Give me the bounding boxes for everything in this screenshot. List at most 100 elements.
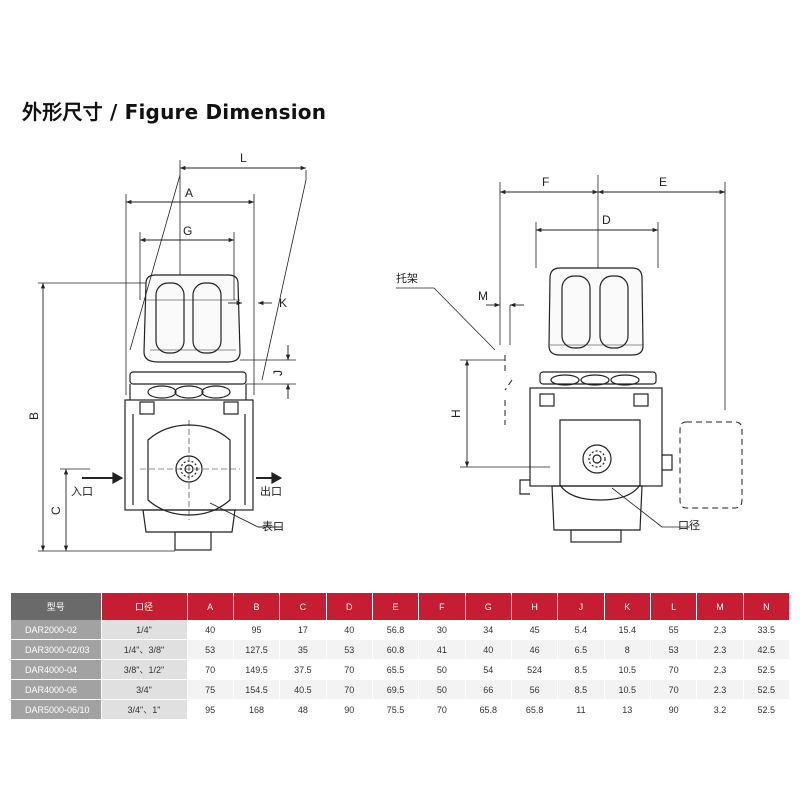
dimension-cell: 40 — [326, 620, 373, 640]
header-J: J — [557, 593, 605, 620]
dimension-cell: 13 — [604, 699, 651, 720]
dimension-cell: 75 — [187, 679, 234, 700]
side-bonnet-ring — [539, 371, 657, 386]
dimension-cell: 53 — [187, 639, 234, 660]
dimension-cell: 70 — [418, 699, 466, 720]
dimension-cell: 65.8 — [511, 699, 559, 720]
header-port: 口径 — [101, 593, 188, 620]
side-adjust-knob — [548, 267, 644, 356]
header-A: A — [187, 593, 234, 620]
dimension-cell: 10.5 — [604, 659, 651, 680]
port-cell: 3/4"、1" — [101, 699, 188, 720]
dimension-cell: 90 — [650, 699, 698, 720]
dimension-cell: 11 — [557, 699, 605, 720]
bracket-outline — [504, 355, 743, 509]
dim-label-G: G — [183, 224, 192, 238]
dimension-cell: 70 — [326, 679, 373, 700]
model-cell: DAR3000-02/03 — [11, 639, 102, 660]
dimension-cell: 154.5 — [233, 679, 281, 700]
dimension-cell: 50 — [418, 679, 466, 700]
dimension-cell: 42.5 — [743, 639, 791, 660]
dimension-cell: 65.8 — [465, 699, 512, 720]
dimension-cell: 5.4 — [557, 620, 605, 640]
dimension-drawing: L A G K J B C 入口 出口 表口 — [27, 151, 743, 552]
dimension-cell: 69.5 — [372, 679, 420, 700]
dimension-cell: 53 — [650, 639, 698, 660]
dimension-cell: 524 — [511, 659, 559, 680]
dimension-cell: 60.8 — [372, 639, 420, 660]
dimension-cell: 52.5 — [743, 659, 791, 680]
outlet-label: 出口 — [260, 484, 282, 498]
dimension-cell: 70 — [650, 679, 698, 700]
dimension-cell: 15.4 — [604, 620, 651, 640]
dimension-cell: 2.3 — [696, 620, 744, 640]
dimension-cell: 65.5 — [372, 659, 420, 680]
inlet-label: 入口 — [71, 485, 93, 498]
port-cell: 1/4"、3/8" — [101, 639, 188, 660]
dimension-cell: 50 — [418, 659, 466, 680]
model-cell: DAR4000-04 — [11, 659, 102, 680]
adjust-knob — [143, 274, 241, 363]
model-cell: DAR2000-02 — [11, 620, 102, 640]
bonnet-ring — [129, 371, 247, 400]
dimension-cell: 56.8 — [372, 620, 420, 640]
dimension-cell: 10.5 — [604, 679, 651, 700]
dimension-cell: 52.5 — [743, 679, 791, 700]
port-cell: 1/4" — [101, 620, 188, 640]
model-cell: DAR5000-06/10 — [11, 699, 102, 720]
dimension-cell: 37.5 — [279, 659, 327, 680]
model-cell: DAR4000-06 — [11, 679, 102, 700]
dimension-cell: 168 — [233, 699, 281, 720]
dimension-cell: 41 — [418, 639, 466, 660]
header-M: M — [696, 593, 744, 620]
dimension-cell: 54 — [465, 659, 512, 680]
header-N: N — [743, 593, 791, 620]
bracket-label: 托架 — [396, 271, 418, 285]
dimension-cell: 95 — [187, 699, 234, 720]
dim-label-F: F — [542, 175, 549, 189]
dim-label-H: H — [449, 409, 463, 418]
dimension-cell: 75.5 — [372, 699, 420, 720]
dim-label-M: M — [478, 289, 488, 303]
dimension-cell: 30 — [418, 620, 466, 640]
dimension-cell: 33.5 — [743, 620, 791, 640]
dimension-cell: 6.5 — [557, 639, 605, 660]
dimension-cell: 45 — [511, 620, 559, 640]
dimension-cell: 90 — [326, 699, 373, 720]
dimension-cell: 70 — [187, 659, 234, 680]
dimension-cell: 55 — [650, 620, 698, 640]
dimension-cell: 70 — [650, 659, 698, 680]
dimension-cell: 66 — [465, 679, 512, 700]
header-F: F — [418, 593, 466, 620]
header-B: B — [233, 593, 281, 620]
dimension-cell: 3.2 — [696, 699, 744, 720]
dimension-cell: 2.3 — [696, 639, 744, 660]
dimension-cell: 8 — [604, 639, 651, 660]
dimension-cell: 40.5 — [279, 679, 327, 700]
dim-label-L: L — [240, 151, 247, 165]
dimension-cell: 8.5 — [557, 679, 605, 700]
dimension-cell: 56 — [511, 679, 559, 700]
dim-label-B: B — [27, 412, 41, 420]
dim-label-K: K — [279, 296, 287, 310]
header-model: 型号 — [11, 593, 102, 620]
dimension-cell: 35 — [279, 639, 327, 660]
dim-label-C: C — [49, 506, 63, 515]
dimension-cell: 46 — [511, 639, 559, 660]
dimension-cell: 2.3 — [696, 679, 744, 700]
dimension-cell: 8.5 — [557, 659, 605, 680]
inlet-arrow — [82, 471, 124, 485]
dimension-cell: 95 — [233, 620, 281, 640]
dimension-cell: 48 — [279, 699, 327, 720]
outlet-arrow — [256, 471, 283, 485]
spec-table-header-row: 型号 口径 A B C D E F G H J K L M N — [11, 593, 791, 620]
header-K: K — [604, 593, 651, 620]
header-C: C — [279, 593, 327, 620]
dimension-cell: 40 — [465, 639, 512, 660]
header-D: D — [326, 593, 373, 620]
dim-label-A: A — [185, 186, 193, 200]
